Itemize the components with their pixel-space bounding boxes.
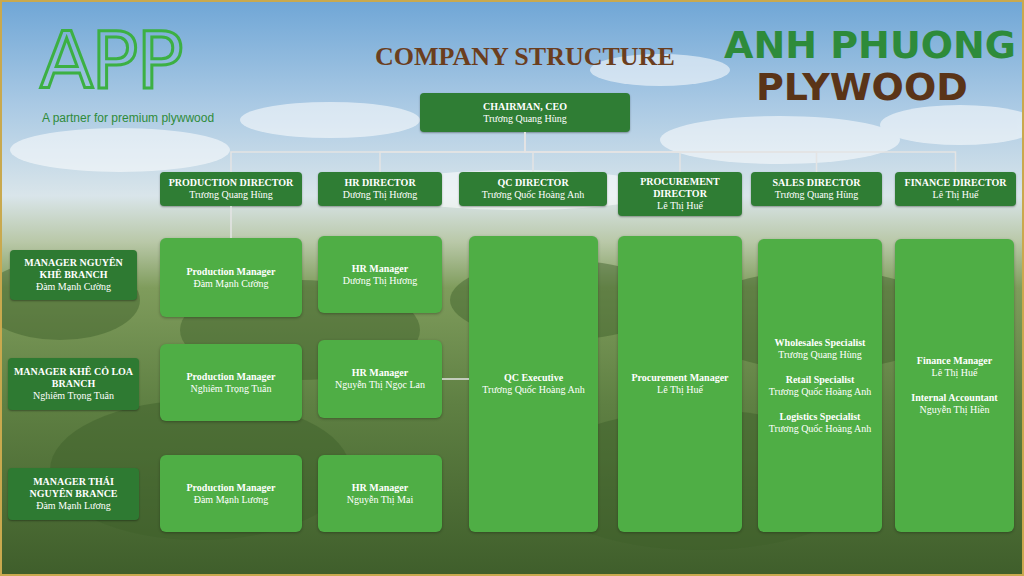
role-title: MANAGER NGUYÊN KHÊ BRANCH [14,257,133,281]
role-title: QC DIRECTOR [497,177,568,189]
role-title: PRODUCTION DIRECTOR [169,177,294,189]
staff-box: Production ManagerĐàm Mạnh Cường [160,238,302,317]
logo-tagline: A partner for premium plywwood [42,112,214,124]
role-title: Internal Accountant [911,392,997,404]
person-name: Nguyễn Thị Hiền [920,404,990,416]
branch-manager-box: MANAGER THÁI NGUYÊN BRANCEĐàm Mạnh Lương [8,468,139,520]
role-title: SALES DIRECTOR [773,177,861,189]
person-name: Dương Thị Hương [343,189,418,201]
person-name: Trương Quốc Hoàng Anh [769,423,871,435]
role-title: Logistics Specialist [780,411,861,423]
company-name: ANH PHUONG [724,26,1016,64]
role-title: HR DIRECTOR [344,177,415,189]
person-name: Dương Thị Hương [343,275,418,287]
role-title: Production Manager [187,266,276,278]
person-name: Trương Quang Hùng [775,189,859,201]
person-name: Nghiêm Trọng Tuân [190,383,271,395]
branch-manager-box: MANAGER KHÊ CỎ LOA BRANCHNghiêm Trọng Tu… [8,358,139,410]
person-name: Trương Quốc Hoàng Anh [769,386,871,398]
connector-line [380,132,525,172]
connector-line [525,132,817,172]
staff-box: HR ManagerNguyễn Thị Mai [318,455,442,532]
connector-line [442,378,469,380]
role-title: CHAIRMAN, CEO [483,101,567,113]
director-box: QC DIRECTORTrương Quốc Hoàng Anh [459,172,607,206]
role-title: HR Manager [352,263,408,275]
staff-box: QC ExecutiveTrương Quốc Hoàng Anh [469,236,598,532]
person-name: Lê Thị Huế [933,189,979,201]
director-box: CHAIRMAN, CEOTrương Quang Hùng [420,93,630,132]
connector-line [231,132,525,172]
branch-manager-box: MANAGER NGUYÊN KHÊ BRANCHĐàm Mạnh Cường [10,250,137,300]
connector-line [525,132,680,172]
role-title: HR Manager [352,482,408,494]
role-title: Production Manager [187,482,276,494]
director-box: SALES DIRECTORTrương Quang Hùng [751,172,882,206]
connector-line [525,132,956,172]
person-name: Lê Thị Huế [657,200,703,212]
person-name: Lê Thị Huế [657,384,703,396]
director-box: HR DIRECTORDương Thị Hương [318,172,442,206]
role-title: FINANCE DIRECTOR [905,177,1007,189]
person-name: Trương Quốc Hoàng Anh [482,384,584,396]
person-name: Lê Thị Huế [932,367,978,379]
role-title: Procurement Manager [631,372,728,384]
connector-line [230,206,232,238]
role-title: Production Manager [187,371,276,383]
director-box: PRODUCTION DIRECTORTrương Quang Hùng [160,172,302,206]
logo-mark: APP [40,22,181,100]
staff-box: Finance ManagerLê Thị HuếInternal Accoun… [895,239,1014,532]
staff-box: Production ManagerĐàm Mạnh Lương [160,455,302,532]
person-name: Đàm Mạnh Lương [36,500,111,512]
connector-line [525,132,533,172]
role-title: QC Executive [504,372,563,384]
person-name: Nguyễn Thị Mai [347,494,413,506]
director-box: FINANCE DIRECTORLê Thị Huế [895,172,1016,206]
role-title: Wholesales Specialist [775,337,866,349]
staff-box: Production ManagerNghiêm Trọng Tuân [160,344,302,421]
director-box: PROCUREMENT DIRECTORLê Thị Huế [618,172,742,216]
role-title: HR Manager [352,367,408,379]
company-name: PLYWOOD [756,68,968,106]
person-name: Nghiêm Trọng Tuân [33,390,114,402]
person-name: Nguyễn Thị Ngọc Lan [335,379,425,391]
staff-box: Wholesales SpecialistTrương Quang HùngRe… [758,239,882,532]
person-name: Đàm Mạnh Cường [193,278,268,290]
person-name: Trương Quang Hùng [483,113,567,125]
role-title: Finance Manager [917,355,992,367]
staff-box: HR ManagerDương Thị Hương [318,236,442,313]
person-name: Trương Quốc Hoàng Anh [482,189,584,201]
staff-box: Procurement ManagerLê Thị Huế [618,236,742,532]
person-name: Trương Quang Hùng [778,349,862,361]
chart-title: COMPANY STRUCTURE [375,42,675,72]
role-title: PROCUREMENT DIRECTOR [622,176,738,200]
staff-box: HR ManagerNguyễn Thị Ngọc Lan [318,340,442,418]
person-name: Đàm Mạnh Cường [36,281,111,293]
person-name: Đàm Mạnh Lương [194,494,269,506]
role-title: MANAGER KHÊ CỎ LOA BRANCH [12,366,135,390]
role-title: MANAGER THÁI NGUYÊN BRANCE [12,476,135,500]
role-title: Retail Specialist [786,374,855,386]
person-name: Trương Quang Hùng [189,189,273,201]
